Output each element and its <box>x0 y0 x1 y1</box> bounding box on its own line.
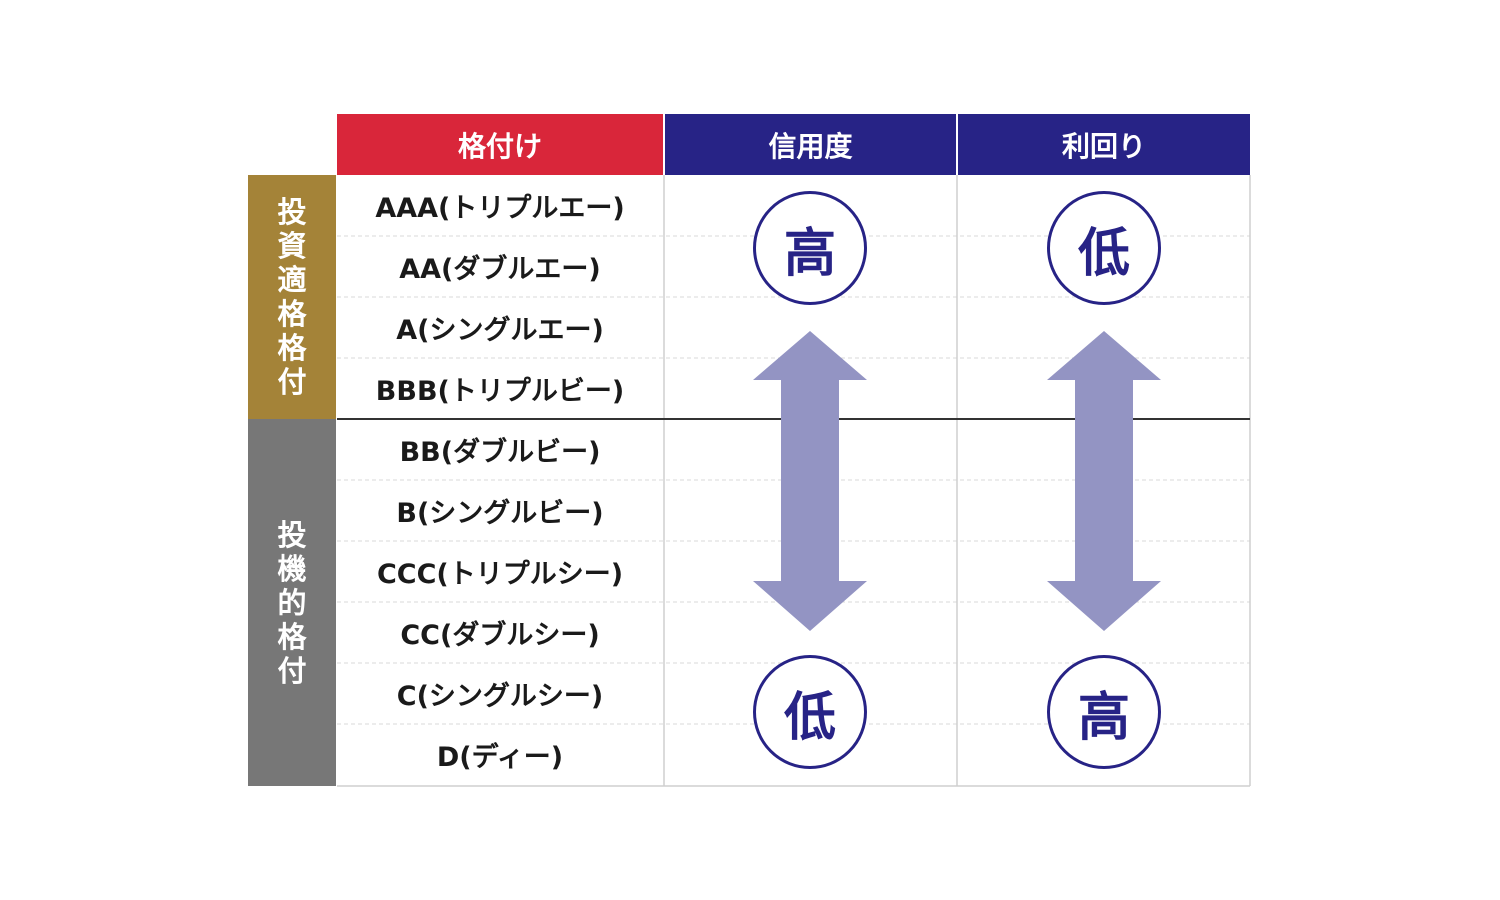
column-borders <box>337 175 1251 787</box>
rating-row: BB(ダブルビー) <box>399 437 601 468</box>
rating-row: BBB(トリプルビー) <box>375 376 625 407</box>
speculative-grade-label: 投機的格付 <box>277 517 307 688</box>
credit-low-badge: 低 <box>753 655 867 769</box>
yield-high-badge: 高 <box>1047 655 1161 769</box>
rating-row: C(シングルシー) <box>396 681 604 712</box>
rating-row: AA(ダブルエー) <box>399 254 601 285</box>
credit-double-arrow-icon <box>753 331 867 631</box>
rating-row: D(ディー) <box>436 742 564 773</box>
credit-high-badge: 高 <box>753 191 867 305</box>
rating-list: AAA(トリプルエー) AA(ダブルエー) A(シングルエー) BBB(トリプル… <box>337 175 663 785</box>
rating-row: CCC(トリプルシー) <box>376 559 624 590</box>
rating-row: A(シングルエー) <box>396 315 604 346</box>
speculative-grade-band: 投機的格付 <box>248 419 336 786</box>
header-yield: 利回り <box>958 114 1250 175</box>
header-credit: 信用度 <box>665 114 956 175</box>
rating-row: AAA(トリプルエー) <box>375 193 625 224</box>
investment-grade-band: 投資適格格付 <box>248 175 336 419</box>
investment-grade-label: 投資適格格付 <box>277 195 307 399</box>
yield-low-badge: 低 <box>1047 191 1161 305</box>
header-rating: 格付け <box>337 114 663 175</box>
rating-row: B(シングルビー) <box>396 498 604 529</box>
rating-row: CC(ダブルシー) <box>400 620 600 651</box>
yield-double-arrow-icon <box>1047 331 1161 631</box>
